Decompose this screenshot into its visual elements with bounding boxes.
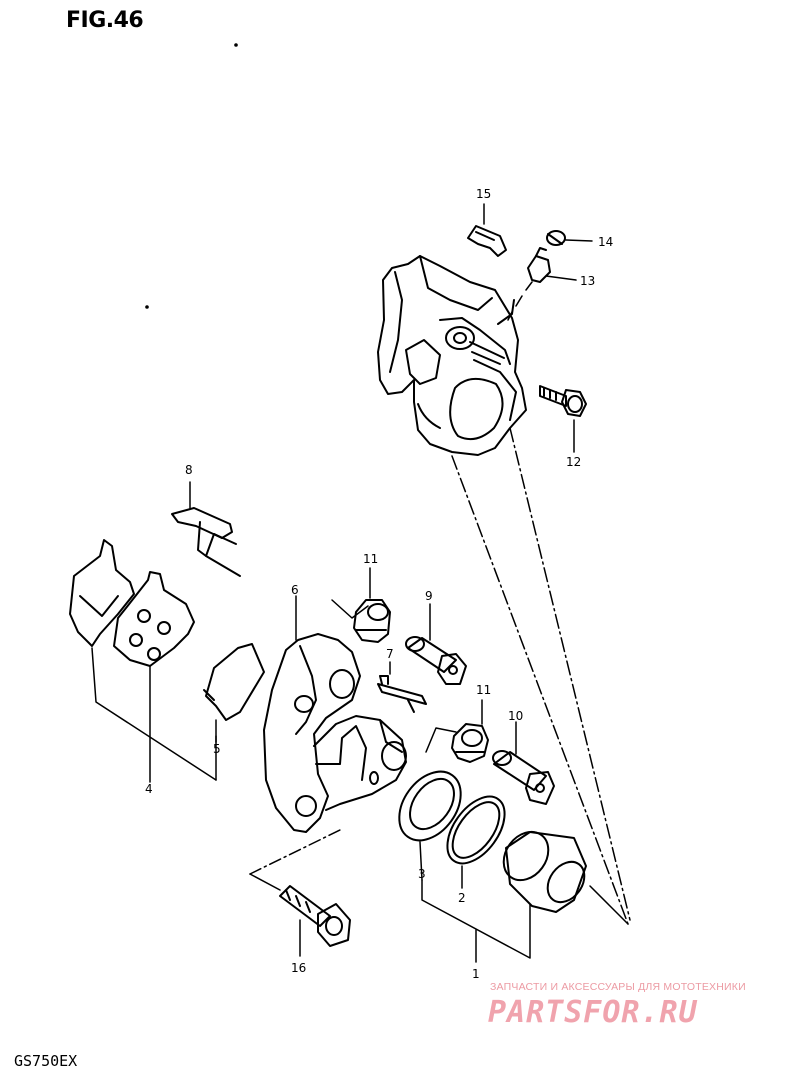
leader-line (249, 829, 341, 875)
pad-shim-5 (203, 643, 265, 743)
dust-boot-11-upper (331, 567, 391, 643)
callout-11-upper: 11 (363, 552, 378, 566)
callout-12: 12 (566, 455, 581, 469)
figure-title: FIG.46 (66, 8, 144, 33)
callout-3: 3 (418, 867, 426, 881)
o-ring-2 (446, 795, 506, 889)
callout-1: 1 (472, 967, 480, 981)
callout-9: 9 (425, 589, 433, 603)
callout-5: 5 (213, 742, 221, 756)
callout-15: 15 (476, 187, 491, 201)
leader-line (249, 873, 281, 891)
stray-dot (145, 305, 149, 309)
pad-clip-15 (467, 203, 507, 257)
dust-boot-11-lower (425, 699, 489, 763)
stray-dot (234, 43, 238, 47)
bleeder-valve-13 (507, 247, 577, 321)
caliper-housing (377, 255, 527, 456)
group-bracket-1 (421, 879, 531, 959)
retaining-spring-7 (377, 661, 427, 713)
callout-2: 2 (458, 891, 466, 905)
pad-spring-8 (171, 481, 241, 577)
piston-seal-3 (398, 770, 462, 881)
callout-11-lower: 11 (476, 683, 491, 697)
leader-line (509, 427, 631, 921)
watermark-tagline: ЗАПЧАСТИ И АКСЕССУАРЫ ДЛЯ МОТОТЕХНИКИ (490, 981, 746, 993)
callout-8: 8 (185, 463, 193, 477)
callout-16: 16 (291, 961, 306, 975)
caliper-bracket-6 (263, 595, 407, 833)
watermark-logo: PARTSFOR.RU (488, 995, 698, 1030)
leader-line (589, 885, 629, 925)
sleeve-pin-9 (405, 603, 467, 685)
caliper-bolt-12 (539, 385, 587, 453)
callout-14: 14 (598, 235, 613, 249)
callout-4: 4 (145, 782, 153, 796)
mounting-bolt-16 (279, 885, 351, 957)
bleeder-cap-14 (546, 230, 593, 246)
callout-7: 7 (386, 647, 394, 661)
callout-6: 6 (291, 583, 299, 597)
brake-pad-set-4 (69, 539, 217, 783)
callout-13: 13 (580, 274, 595, 288)
sleeve-pin-10 (492, 721, 555, 805)
callout-10: 10 (508, 709, 523, 723)
leader-line (451, 455, 629, 925)
model-code: GS750EX (14, 1052, 78, 1070)
caliper-piston (502, 830, 587, 913)
